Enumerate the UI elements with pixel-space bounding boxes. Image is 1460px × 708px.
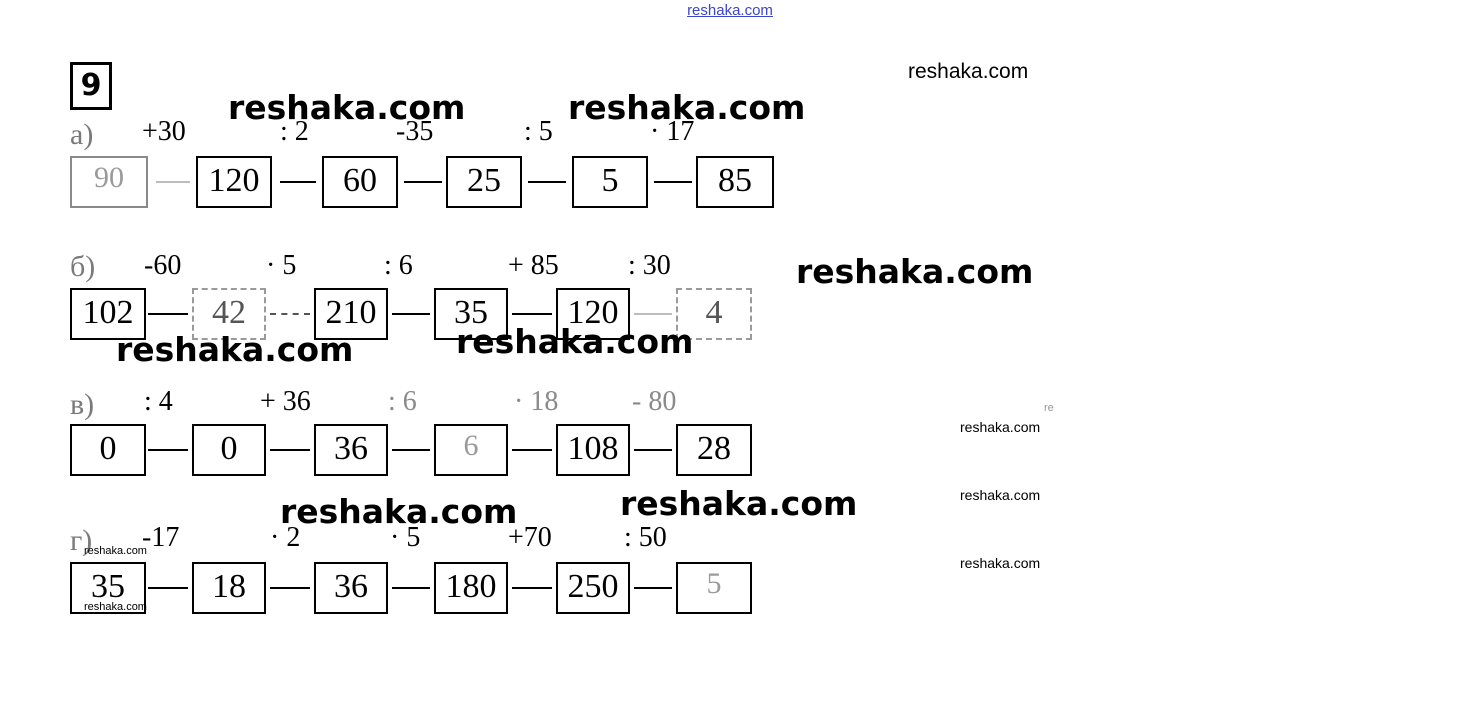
site-link[interactable]: reshaka.com xyxy=(687,2,773,19)
row-a-op-2: : 2 xyxy=(280,116,309,147)
row-b-op-1: -60 xyxy=(144,250,182,281)
row-a-box-6: 85 xyxy=(696,156,774,208)
row-a-box-5: 5 xyxy=(572,156,648,208)
row-a-box-2: 120 xyxy=(196,156,272,208)
row-g-box-3: 36 xyxy=(314,562,388,614)
watermark: reshaka.com xyxy=(84,545,147,557)
row-a-label: а) xyxy=(70,118,94,151)
watermark: reshaka.com xyxy=(960,487,1041,503)
row-g-op-1: -17 xyxy=(142,522,180,553)
row-g-box-4: 180 xyxy=(434,562,508,614)
row-g-connector xyxy=(392,587,430,589)
watermark: reshaka.com xyxy=(796,252,1034,291)
row-g-connector xyxy=(148,587,188,589)
row-b-box-1: 102 xyxy=(70,288,146,340)
row-a-connector xyxy=(528,181,566,183)
row-v-box-2: 0 xyxy=(192,424,266,476)
watermark: reshaka.com xyxy=(1044,402,1054,414)
row-v-op-5: - 80 xyxy=(632,386,677,417)
watermark: reshaka.com xyxy=(960,555,1041,571)
row-b-op-4: + 85 xyxy=(508,250,559,281)
watermark: reshaka.com xyxy=(568,88,806,127)
row-b-connector xyxy=(634,313,672,315)
row-g-box-6: 5 xyxy=(676,562,752,614)
row-v-box-6: 28 xyxy=(676,424,752,476)
row-g-op-2: · 2 xyxy=(270,522,301,553)
row-g-label: г) xyxy=(70,524,93,557)
row-b-box-3: 210 xyxy=(314,288,388,340)
watermark: reshaka.com xyxy=(84,601,147,613)
row-a-op-1: +30 xyxy=(142,116,186,147)
row-a-connector xyxy=(280,181,316,183)
row-g-connector xyxy=(270,587,310,589)
row-b-connector xyxy=(148,313,188,315)
row-b-connector xyxy=(392,313,430,315)
watermark: reshaka.com xyxy=(908,60,1029,83)
row-g-op-3: · 5 xyxy=(390,522,421,553)
watermark: reshaka.com xyxy=(280,492,518,531)
task-number: 9 xyxy=(70,62,112,110)
row-b-label: б) xyxy=(70,250,96,283)
row-a-connector xyxy=(654,181,692,183)
row-v-box-5: 108 xyxy=(556,424,630,476)
row-g-connector xyxy=(512,587,552,589)
row-g-op-5: : 50 xyxy=(624,522,667,553)
row-v-box-4: 6 xyxy=(434,424,508,476)
row-v-label: в) xyxy=(70,388,95,421)
row-b-connector xyxy=(270,313,310,315)
row-g-op-4: +70 xyxy=(508,522,552,553)
row-v-connector xyxy=(270,449,310,451)
watermark: reshaka.com xyxy=(116,330,354,369)
row-g-connector xyxy=(634,587,672,589)
row-b-box-5: 120 xyxy=(556,288,630,340)
row-a-box-1: 90 xyxy=(70,156,148,208)
row-v-op-1: : 4 xyxy=(144,386,173,417)
row-v-connector xyxy=(392,449,430,451)
row-a-connector xyxy=(404,181,442,183)
row-g-box-1: 35 xyxy=(70,562,146,614)
row-b-connector xyxy=(512,313,552,315)
watermark: reshaka.com xyxy=(960,419,1041,435)
row-v-box-1: 0 xyxy=(70,424,146,476)
row-a-box-3: 60 xyxy=(322,156,398,208)
row-v-connector xyxy=(634,449,672,451)
row-v-connector xyxy=(148,449,188,451)
row-g-box-5: 250 xyxy=(556,562,630,614)
watermark: reshaka.com xyxy=(228,88,466,127)
row-v-box-3: 36 xyxy=(314,424,388,476)
row-b-box-4: 35 xyxy=(434,288,508,340)
row-a-connector xyxy=(156,181,190,183)
row-v-connector xyxy=(512,449,552,451)
row-a-op-3: -35 xyxy=(396,116,434,147)
row-b-box-6: 4 xyxy=(676,288,752,340)
row-v-op-3: : 6 xyxy=(388,386,417,417)
row-b-op-5: : 30 xyxy=(628,250,671,281)
row-v-op-2: + 36 xyxy=(260,386,311,417)
row-a-box-4: 25 xyxy=(446,156,522,208)
watermark: reshaka.com xyxy=(456,322,694,361)
row-b-op-3: : 6 xyxy=(384,250,413,281)
row-b-box-2: 42 xyxy=(192,288,266,340)
row-v-op-4: · 18 xyxy=(514,386,559,417)
row-a-op-4: : 5 xyxy=(524,116,553,147)
watermark: reshaka.com xyxy=(620,484,858,523)
row-b-op-2: · 5 xyxy=(266,250,297,281)
row-g-box-2: 18 xyxy=(192,562,266,614)
row-a-op-5: · 17 xyxy=(650,116,695,147)
